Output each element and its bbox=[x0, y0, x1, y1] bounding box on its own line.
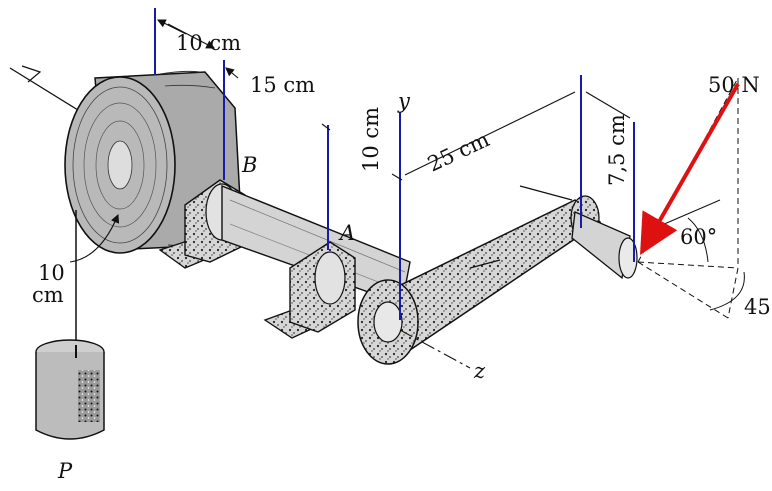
dimension-arrows bbox=[157, 19, 631, 181]
z-axis-line bbox=[399, 329, 471, 369]
label-axis-y: y bbox=[397, 89, 411, 113]
force-construction bbox=[637, 77, 745, 319]
label-15cm: 15 cm bbox=[250, 73, 315, 97]
label-25cm: 25 cm bbox=[424, 127, 493, 176]
label-radius-10: 10 bbox=[38, 261, 65, 285]
label-force: 50 N bbox=[708, 73, 760, 97]
label-7-5cm: 7,5 cm bbox=[605, 114, 629, 186]
label-10cm-top: 10 cm bbox=[176, 31, 241, 55]
crank-arm bbox=[357, 185, 602, 365]
crank-handle bbox=[571, 211, 638, 280]
label-10cm-vertical: 10 cm bbox=[359, 107, 383, 172]
label-weight-p: P bbox=[57, 459, 73, 483]
radius-annotation bbox=[69, 213, 120, 263]
dimension-lines bbox=[154, 8, 635, 320]
label-axis-z: z bbox=[473, 359, 486, 383]
bearing-a bbox=[263, 241, 356, 339]
label-radius-cm: cm bbox=[32, 283, 64, 307]
label-bearing-b: B bbox=[241, 153, 257, 177]
label-angle-60: 60° bbox=[680, 225, 717, 249]
weight-p bbox=[35, 339, 105, 440]
force-arrow bbox=[640, 83, 740, 255]
label-angle-45: 45 bbox=[744, 295, 771, 319]
label-bearing-a: A bbox=[338, 221, 355, 245]
